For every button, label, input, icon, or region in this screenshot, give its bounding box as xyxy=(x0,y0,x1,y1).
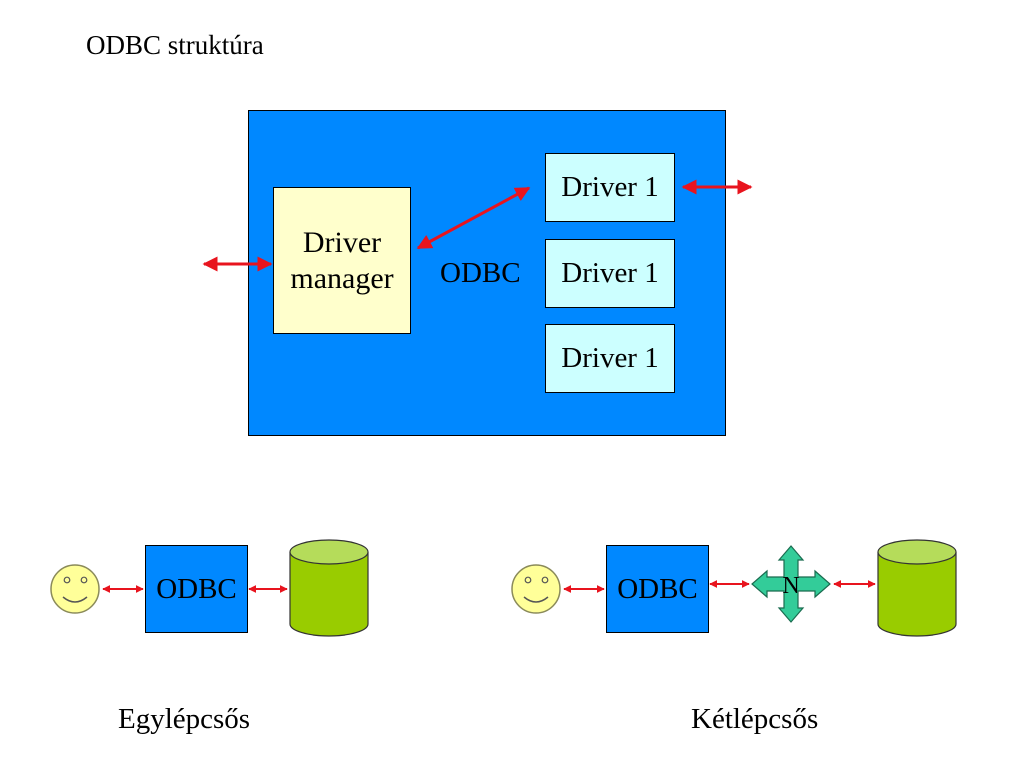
driver-box-1: Driver 1 xyxy=(545,153,675,222)
odbc-box-two-tier: ODBC xyxy=(606,545,709,633)
smiley-icon xyxy=(511,564,561,614)
two-tier-caption: Kétlépcsős xyxy=(691,703,819,735)
odbc-box-label: ODBC xyxy=(617,572,698,605)
odbc-box-label: ODBC xyxy=(156,572,237,605)
driver-label: Driver 1 xyxy=(561,342,659,374)
network-label: N xyxy=(782,573,799,599)
arrow-driver-manager-to-driver xyxy=(416,186,531,250)
network-icon xyxy=(751,545,831,623)
driver-box-2: Driver 1 xyxy=(545,239,675,308)
driver-manager-label-line1: Driver xyxy=(302,225,382,259)
page-title: ODBC struktúra xyxy=(86,30,264,60)
single-tier-caption: Egylépcsős xyxy=(118,703,251,735)
database-icon xyxy=(877,539,957,637)
driver-manager-box: Driver manager xyxy=(273,187,411,334)
driver-label: Driver 1 xyxy=(561,171,659,203)
driver-label: Driver 1 xyxy=(561,257,659,289)
driver-box-3: Driver 1 xyxy=(545,324,675,393)
database-icon xyxy=(289,539,369,637)
odbc-box-single-tier: ODBC xyxy=(145,545,248,633)
odbc-label: ODBC xyxy=(440,257,521,289)
smiley-icon xyxy=(50,564,100,614)
driver-manager-label-line2: manager xyxy=(290,261,394,295)
